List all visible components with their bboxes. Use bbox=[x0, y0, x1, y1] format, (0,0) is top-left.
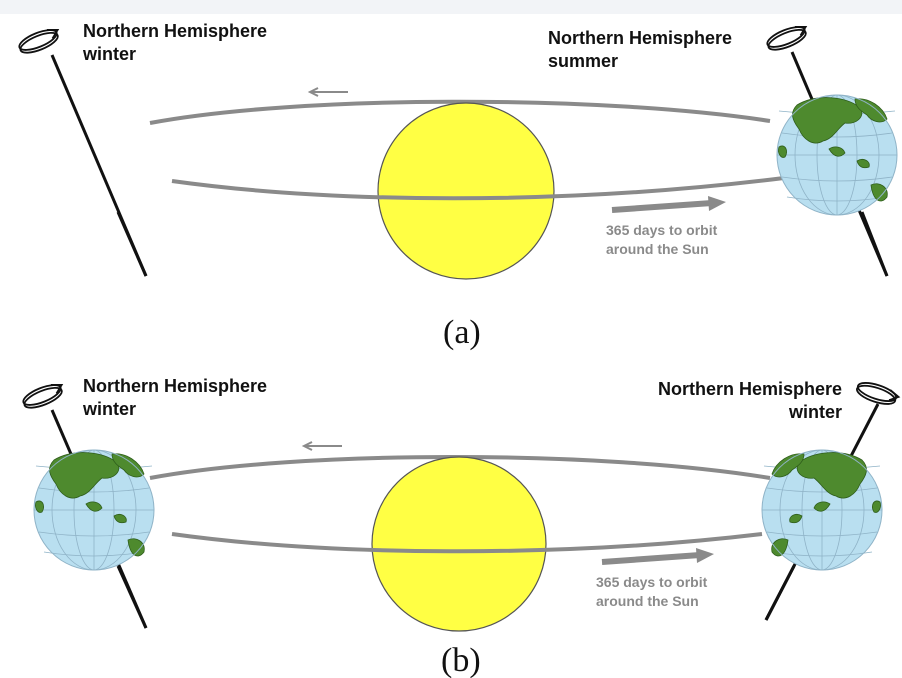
orbit-front-arc bbox=[171, 532, 763, 554]
left-season-label-line1: Northern Hemisphere bbox=[83, 376, 267, 396]
right-season-label-line1: Northern Hemisphere bbox=[658, 379, 842, 399]
earth-left bbox=[19, 379, 155, 629]
spin-arrow-icon bbox=[19, 379, 68, 413]
right-season-label-line2: winter bbox=[788, 402, 842, 422]
earth-right bbox=[761, 378, 901, 621]
left-season-label-line2: winter bbox=[82, 399, 136, 419]
motion-arrow-icon bbox=[611, 196, 726, 213]
right-season-label-line1: Northern Hemisphere bbox=[548, 28, 732, 48]
orbit-label-line2: around the Sun bbox=[596, 593, 699, 609]
panel-b: Northern Hemisphere winter Northern Hemi… bbox=[19, 376, 901, 678]
orbit-front-arc bbox=[171, 176, 785, 201]
orbit-label-line2: around the Sun bbox=[606, 241, 709, 257]
sun bbox=[371, 456, 547, 632]
sun bbox=[377, 102, 555, 280]
orbit-back-arc bbox=[149, 99, 771, 125]
spin-arrow-icon bbox=[763, 21, 812, 55]
motion-arrow-icon bbox=[601, 548, 714, 565]
left-season-label-line2: winter bbox=[82, 44, 136, 64]
top-strip bbox=[0, 0, 902, 14]
direction-arrow-icon bbox=[301, 441, 342, 451]
right-season-label-line2: summer bbox=[548, 51, 618, 71]
caption-a: (a) bbox=[443, 314, 481, 351]
caption-b: (b) bbox=[441, 642, 481, 678]
earth-right bbox=[763, 21, 898, 277]
orbit-label-line1: 365 days to orbit bbox=[606, 222, 718, 238]
panel-a: Northern Hemisphere winter Northern Hemi… bbox=[15, 21, 898, 351]
direction-arrow-icon bbox=[307, 87, 348, 97]
earth-left bbox=[15, 24, 148, 277]
spin-arrow-icon bbox=[15, 24, 64, 58]
left-season-label-line1: Northern Hemisphere bbox=[83, 21, 267, 41]
orbit-label-line1: 365 days to orbit bbox=[596, 574, 708, 590]
